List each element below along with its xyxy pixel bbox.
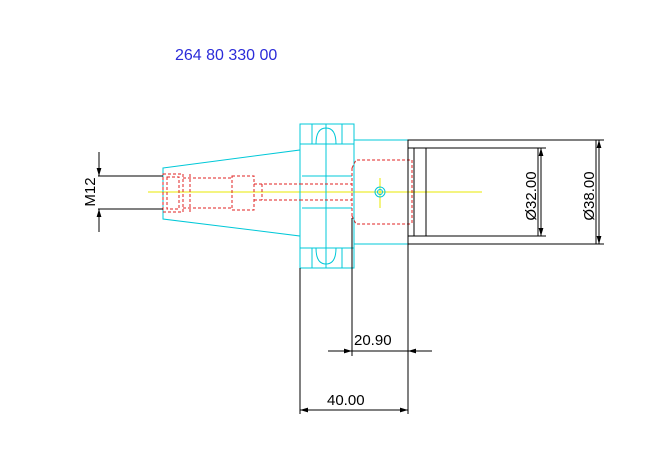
dimension-label-offset-length: 20.90	[354, 332, 392, 349]
dimension-inner-diameter	[538, 147, 546, 237]
shank-outline	[407, 139, 597, 245]
dimension-label-inner-diameter: Ø32.00	[523, 171, 540, 220]
dimension-label-total-length: 40.00	[327, 392, 365, 409]
dimension-label-thread: M12	[82, 177, 99, 206]
part-number-label: 264 80 330 00	[175, 47, 277, 64]
shank-outer	[407, 139, 597, 245]
dimension-offset-length	[328, 218, 432, 356]
holder-outline	[162, 123, 409, 269]
dimension-outer-diameter	[596, 139, 604, 245]
dimension-m12	[96, 152, 163, 232]
dimension-total-length	[299, 268, 409, 414]
flange	[299, 123, 355, 269]
screw-hole	[374, 186, 386, 198]
dimension-label-outer-diameter: Ø38.00	[581, 171, 598, 220]
hidden-bore-lines	[162, 159, 413, 225]
